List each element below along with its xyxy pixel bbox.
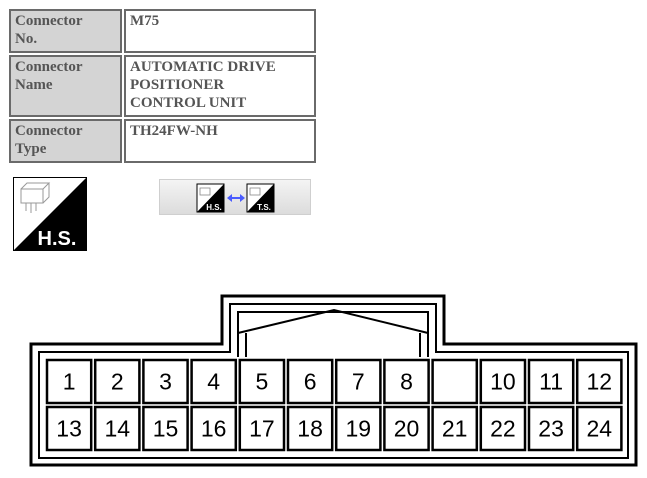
pin-21: 21 xyxy=(431,405,479,452)
harness-side-icon: H.S. xyxy=(13,177,87,251)
view-toggle-button[interactable]: H.S. T.S. xyxy=(159,179,311,215)
connector-name-row: Connector Name AUTOMATIC DRIVE POSITIONE… xyxy=(9,55,316,117)
pin-24: 24 xyxy=(575,405,623,452)
pin-number: 6 xyxy=(304,369,317,395)
pin-cavity xyxy=(575,358,623,405)
pin-number: 16 xyxy=(201,416,227,442)
pin-cavity xyxy=(479,405,527,452)
pin-number: 7 xyxy=(352,369,365,395)
pin-number: 10 xyxy=(490,369,516,395)
pin-number: 20 xyxy=(394,416,420,442)
pin-number: 21 xyxy=(442,416,468,442)
pin-5: 5 xyxy=(238,358,286,405)
pin-cavity xyxy=(479,358,527,405)
pin-10: 10 xyxy=(479,358,527,405)
pin-cavity xyxy=(93,358,141,405)
pin-2: 2 xyxy=(93,358,141,405)
hs-mini-label: H.S. xyxy=(206,203,222,212)
connector-no-label: Connector No. xyxy=(9,9,122,53)
pin-number: 19 xyxy=(346,416,372,442)
pin-12: 12 xyxy=(575,358,623,405)
pin-number: 11 xyxy=(539,369,563,395)
pin-1: 1 xyxy=(45,358,93,405)
pin-18: 18 xyxy=(286,405,334,452)
pin-15: 15 xyxy=(142,405,189,452)
pin-number: 18 xyxy=(297,416,323,442)
pin-cavity xyxy=(190,405,238,452)
ts-mini-icon: T.S. xyxy=(246,183,275,213)
pin-cavity xyxy=(286,405,334,452)
connector-info-table: Connector No. M75 Connector Name AUTOMAT… xyxy=(7,7,318,165)
pin-number: 4 xyxy=(207,369,220,395)
pin-number: 22 xyxy=(490,416,516,442)
pin-cavity xyxy=(527,358,575,405)
toggle-graphic: H.S. T.S. xyxy=(196,183,275,213)
pin-number: 23 xyxy=(538,416,564,442)
pin-number: 17 xyxy=(249,416,275,442)
connector-no-value: M75 xyxy=(124,9,316,53)
pin-13: 13 xyxy=(45,405,93,452)
pin-cavity xyxy=(45,358,93,405)
connector-type-value: TH24FW-NH xyxy=(124,119,316,163)
pin-number: 2 xyxy=(111,369,124,395)
harness-side-label: H.S. xyxy=(38,228,77,250)
pin-8: 8 xyxy=(383,358,430,405)
pin-cavity xyxy=(334,358,382,405)
pin-20: 20 xyxy=(383,405,430,452)
pin-number: 15 xyxy=(153,416,179,442)
pin-22: 22 xyxy=(479,405,527,452)
pin-3: 3 xyxy=(142,358,189,405)
pin-cavity xyxy=(45,405,93,452)
connector-no-row: Connector No. M75 xyxy=(9,9,316,53)
connector-name-value: AUTOMATIC DRIVE POSITIONER CONTROL UNIT xyxy=(124,55,316,117)
pin-cavity xyxy=(575,405,623,452)
connector-type-row: Connector Type TH24FW-NH xyxy=(9,119,316,163)
ts-mini-label: T.S. xyxy=(257,203,271,212)
hs-mini-icon: H.S. xyxy=(196,183,225,213)
pin-number: 3 xyxy=(159,369,172,395)
pin-19: 19 xyxy=(334,405,382,452)
pin-empty xyxy=(431,358,479,405)
pin-number: 8 xyxy=(400,369,413,395)
connector-name-label: Connector Name xyxy=(9,55,122,117)
pin-cavity xyxy=(431,358,479,405)
pin-cavity xyxy=(334,405,382,452)
pin-number: 24 xyxy=(587,416,613,442)
pin-number: 1 xyxy=(63,369,76,395)
pin-cavity xyxy=(190,358,238,405)
pin-4: 4 xyxy=(190,358,238,405)
pin-cavity xyxy=(383,405,430,452)
swap-arrow-icon xyxy=(227,194,245,202)
pin-16: 16 xyxy=(190,405,238,452)
connector-housing xyxy=(29,294,638,467)
pin-cavity xyxy=(142,405,189,452)
pin-6: 6 xyxy=(286,358,334,405)
pin-cavity xyxy=(286,358,334,405)
pin-number: 13 xyxy=(56,416,82,442)
pin-cavity xyxy=(431,405,479,452)
pin-cavity xyxy=(93,405,141,452)
pin-cavity xyxy=(238,358,286,405)
pin-cavity xyxy=(142,358,189,405)
pin-cavity xyxy=(383,358,430,405)
pin-17: 17 xyxy=(238,405,286,452)
pin-cavity xyxy=(527,405,575,452)
pin-23: 23 xyxy=(527,405,575,452)
pin-number: 5 xyxy=(256,369,269,395)
pin-11: 11 xyxy=(527,358,575,405)
connector-outline-icon xyxy=(20,182,51,213)
pin-7: 7 xyxy=(334,358,382,405)
connector-type-label: Connector Type xyxy=(9,119,122,163)
pin-number: 12 xyxy=(587,369,613,395)
pin-14: 14 xyxy=(93,405,141,452)
pin-number: 14 xyxy=(105,416,131,442)
pin-cavity xyxy=(238,405,286,452)
